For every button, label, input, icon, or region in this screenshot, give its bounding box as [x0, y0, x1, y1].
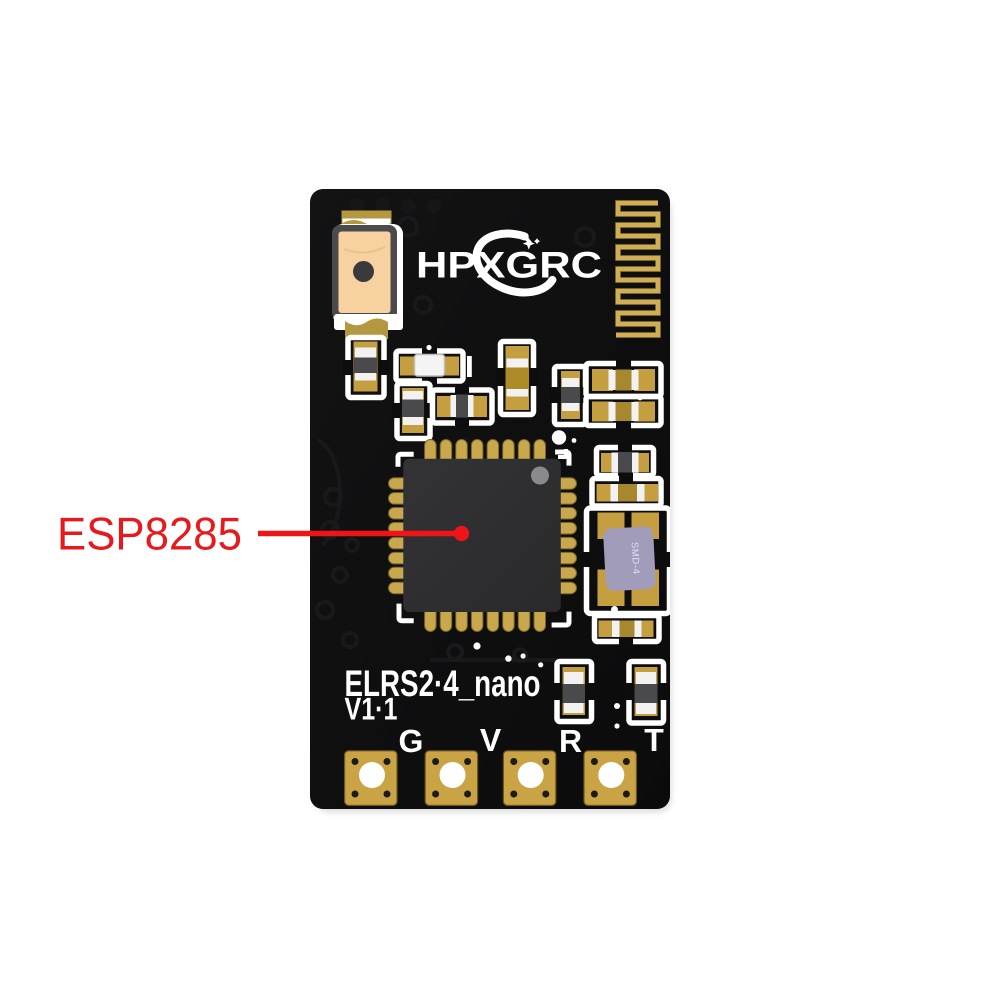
svg-text:V1·1: V1·1: [345, 691, 398, 727]
svg-text:SMD-4: SMD-4: [629, 542, 642, 575]
svg-text:R: R: [559, 723, 582, 759]
svg-text:V: V: [480, 722, 502, 758]
svg-text:ELRS2·4_nano: ELRS2·4_nano: [345, 663, 541, 704]
svg-text:G: G: [399, 723, 424, 759]
svg-text:T: T: [644, 722, 664, 758]
svg-text:ESP8285: ESP8285: [57, 508, 242, 560]
svg-text:HPXGRC: HPXGRC: [416, 245, 602, 286]
